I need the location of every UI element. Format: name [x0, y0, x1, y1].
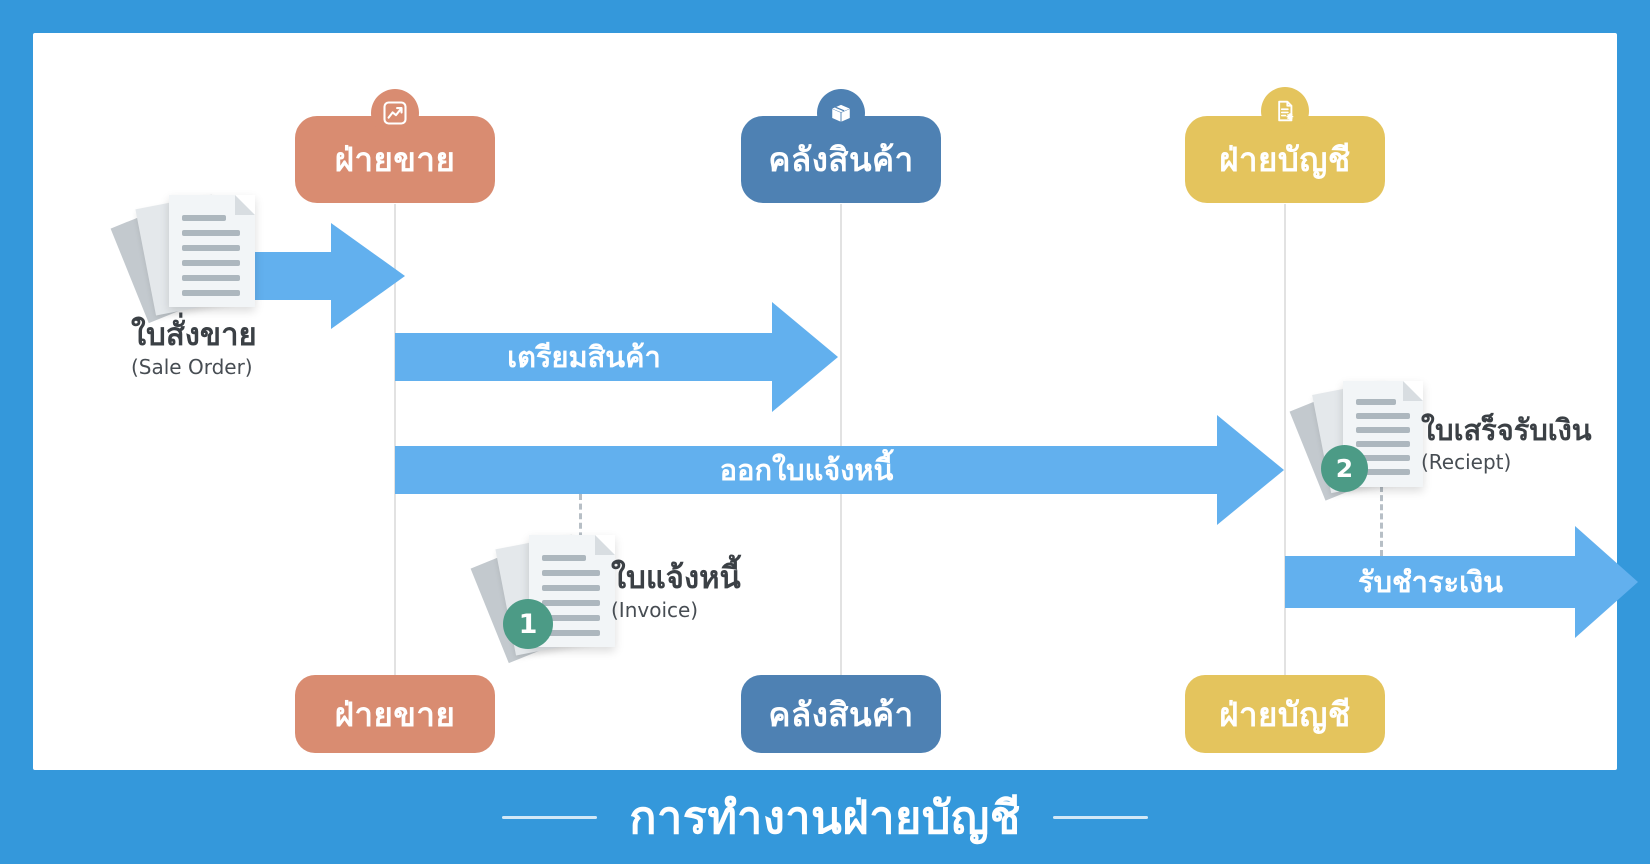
invoice-subtitle: (Invoice): [611, 598, 699, 623]
page-fold: [1403, 381, 1423, 401]
arrowhead-prepare-goods: [772, 302, 838, 412]
trend-chart-icon: [371, 89, 419, 137]
lane-header-warehouse-label: คลังสินค้า: [768, 694, 914, 734]
arrow-prepare-goods: เตรียมสินค้า: [395, 333, 773, 381]
lane-header-warehouse-label: คลังสินค้า: [768, 140, 914, 179]
lane-header-accounting-label: ฝ่ายบัญชี: [1219, 694, 1351, 734]
package-box-icon: [817, 89, 865, 137]
invoice-title: ใบแจ้งหนี้: [611, 560, 741, 596]
receipt-label: ใบเสร็จรับเงิน (Reciept): [1421, 413, 1592, 474]
step-badge-1: 1: [503, 599, 553, 649]
lifeline-accounting: [1284, 204, 1286, 675]
arrowhead-issue-invoice: [1217, 415, 1284, 525]
lane-header-sales-label: ฝ่ายขาย: [334, 694, 456, 734]
arrowhead-receive-payment: [1575, 526, 1638, 638]
page-title: การทำงานฝ่ายบัญชี: [629, 791, 1021, 844]
connector-receipt: [1380, 486, 1383, 556]
sale-order-document: [110, 194, 265, 324]
arrowhead-sale-order-in: [331, 223, 405, 329]
lifeline-warehouse: [840, 204, 842, 675]
invoice-label: ใบแจ้งหนี้ (Invoice): [611, 561, 741, 621]
arrow-receive-payment-label: รับชำระเงิน: [1358, 565, 1503, 599]
sale-order-label: ใบสั่งขาย (Sale Order): [131, 318, 257, 378]
receipt-title: ใบเสร็จรับเงิน: [1421, 413, 1592, 447]
arrow-issue-invoice: ออกใบแจ้งหนี้: [395, 446, 1218, 494]
page-fold: [595, 535, 615, 555]
footer-band: การทำงานฝ่ายบัญชี: [0, 770, 1650, 864]
arrow-issue-invoice-label: ออกใบแจ้งหนี้: [719, 453, 894, 487]
document-gear-icon: [1261, 87, 1309, 135]
title-dash-right: [1052, 815, 1148, 819]
title-dash-left: [502, 815, 598, 819]
lane-header-sales-bottom: ฝ่ายขาย: [295, 675, 495, 753]
lane-header-warehouse-bottom: คลังสินค้า: [741, 675, 941, 753]
paper-sheet: [169, 195, 255, 307]
page-fold: [235, 195, 255, 215]
receipt-subtitle: (Reciept): [1421, 449, 1512, 474]
connector-invoice: [579, 494, 582, 548]
sale-order-subtitle: (Sale Order): [131, 355, 253, 380]
lifeline-sales: [394, 204, 396, 675]
receipt-document: 2: [1289, 380, 1433, 501]
lane-header-sales-label: ฝ่ายขาย: [334, 140, 456, 179]
lane-header-accounting-label: ฝ่ายบัญชี: [1219, 140, 1351, 179]
arrow-receive-payment: รับชำระเงิน: [1285, 556, 1576, 608]
sale-order-title: ใบสั่งขาย: [131, 317, 257, 353]
arrow-prepare-goods-label: เตรียมสินค้า: [507, 340, 661, 374]
diagram-canvas: เตรียมสินค้า ออกใบแจ้งหนี้ รับชำระเงิน ใ…: [33, 33, 1638, 770]
step-badge-2: 2: [1321, 445, 1368, 492]
invoice-document: 1: [470, 534, 625, 664]
lane-header-accounting-bottom: ฝ่ายบัญชี: [1185, 675, 1385, 753]
